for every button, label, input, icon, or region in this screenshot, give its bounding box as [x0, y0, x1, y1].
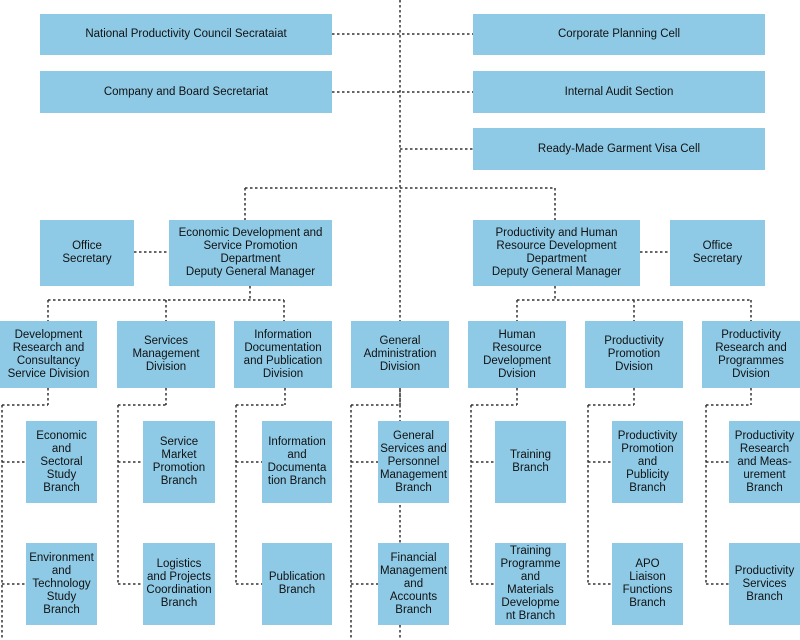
unit-corporate-planning-cell: Corporate Planning Cell: [473, 14, 765, 55]
branch-productivity-research-measurement: Productivity Research and Meas- urement …: [729, 421, 800, 503]
branch-information-documentation: Information and Documenta tion Branch: [262, 421, 332, 503]
department-productivity-hr: Productivity and Human Resource Developm…: [473, 220, 640, 286]
unit-national-productivity-council-secretariat: National Productivity Council Secrataiat: [40, 14, 332, 55]
branch-service-market-promotion: Service Market Promotion Branch: [143, 421, 215, 503]
division-services-management: Services Management Division: [117, 321, 215, 388]
division-information-documentation: Information Documentation and Publicatio…: [234, 321, 332, 388]
branch-publication: Publication Branch: [262, 543, 332, 625]
branch-apo-liaison-functions: APO Liaison Functions Branch: [612, 543, 683, 625]
unit-internal-audit-section: Internal Audit Section: [473, 71, 765, 113]
unit-company-board-secretariat: Company and Board Secretariat: [40, 71, 332, 113]
branch-general-services-personnel: General Services and Personnel Managemen…: [378, 421, 449, 503]
department-economic-development: Economic Development and Service Promoti…: [169, 220, 332, 286]
branch-logistics-projects-coordination: Logistics and Projects Coordination Bran…: [143, 543, 215, 625]
office-secretary-right: Office Secretary: [670, 220, 765, 286]
division-general-administration: General Administration Division: [351, 321, 449, 388]
branch-environment-technology-study: Environment and Technology Study Branch: [26, 543, 97, 625]
branch-financial-management-accounts: Financial Management and Accounts Branch: [378, 543, 449, 625]
branch-economic-sectoral-study: Economic and Sectoral Study Branch: [26, 421, 97, 503]
division-productivity-promotion: Productivity Promotion Dvision: [585, 321, 683, 388]
branch-training-programme-materials: Training Programme and Materials Develop…: [495, 543, 566, 625]
unit-rmg-visa-cell: Ready-Made Garment Visa Cell: [473, 128, 765, 170]
office-secretary-left: Office Secretary: [40, 220, 134, 286]
branch-productivity-promotion-publicity: Productivity Promotion and Publicity Bra…: [612, 421, 683, 503]
division-development-research: Development Research and Consultancy Ser…: [0, 321, 97, 388]
branch-training: Training Branch: [495, 421, 566, 503]
division-human-resource-development: Human Resource Development Dvision: [468, 321, 566, 388]
division-productivity-research: Productivity Research and Programmes Dvi…: [702, 321, 800, 388]
branch-productivity-services: Productivity Services Branch: [729, 543, 800, 625]
